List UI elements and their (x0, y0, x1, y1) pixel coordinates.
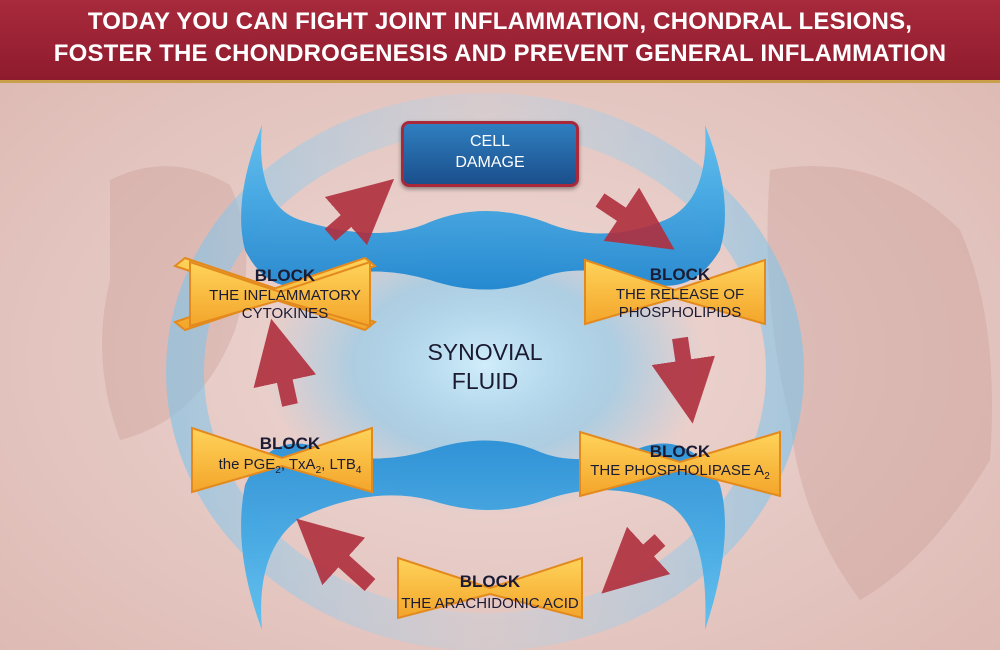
block-phospholipase-word: BLOCK (649, 442, 711, 461)
headline-line-1: TODAY YOU CAN FIGHT JOINT INFLAMMATION, … (87, 8, 913, 35)
joint-capsule-ring (166, 93, 804, 650)
block-phospholipids-word: BLOCK (649, 265, 711, 284)
cell-damage-line-2: DAMAGE (455, 154, 525, 171)
horse-silhouette-right (767, 166, 992, 600)
block-arachidonic-line: THE ARACHIDONIC ACID (401, 595, 579, 612)
cell-damage-box: CELL DAMAGE (401, 121, 579, 187)
arrow-to-cytokines (253, 318, 317, 407)
synovial-fluid-label: SYNOVIAL FLUID (400, 338, 570, 396)
block-x-arachidonic (397, 556, 583, 620)
block-cytokines-line-2: CYTOKINES (241, 305, 329, 322)
header-banner: TODAY YOU CAN FIGHT JOINT INFLAMMATION, … (0, 0, 1000, 83)
block-x-pge (191, 426, 373, 494)
arrow-to-phospholipase (651, 336, 715, 424)
block-x-phospholipase (579, 430, 781, 498)
arrow-to-cell-damage (324, 178, 395, 246)
block-cytokines-line-1: THE INFLAMMATORY (209, 287, 361, 304)
cell-damage-line-1: CELL (469, 133, 511, 150)
synovial-line-2: FLUID (451, 368, 519, 394)
block-phospholipids-line-1: THE RELEASE OF (615, 286, 745, 303)
block-x-phospholipids (584, 258, 766, 326)
arrow-from-cell-damage (595, 187, 675, 250)
block-phospholipids-line-2: PHOSPHOLIPIDS (618, 304, 742, 321)
block-x-cytokines (172, 256, 378, 332)
arrow-to-arachidonic (601, 526, 671, 594)
cycle-arrows (253, 178, 715, 594)
block-pge-line: the PGE2, TxA2, LTB4 (218, 456, 362, 476)
synovial-line-1: SYNOVIAL (427, 339, 543, 365)
block-phospholipase-line: THE PHOSPHOLIPASE A2 (590, 462, 770, 482)
block-pge-word: BLOCK (259, 434, 321, 453)
headline-line-2: FOSTER THE CHONDROGENESIS AND PREVENT GE… (53, 40, 947, 67)
block-cytokines-word: BLOCK (254, 266, 316, 285)
arrow-to-pge (296, 518, 376, 591)
block-arachidonic-word: BLOCK (459, 572, 521, 591)
